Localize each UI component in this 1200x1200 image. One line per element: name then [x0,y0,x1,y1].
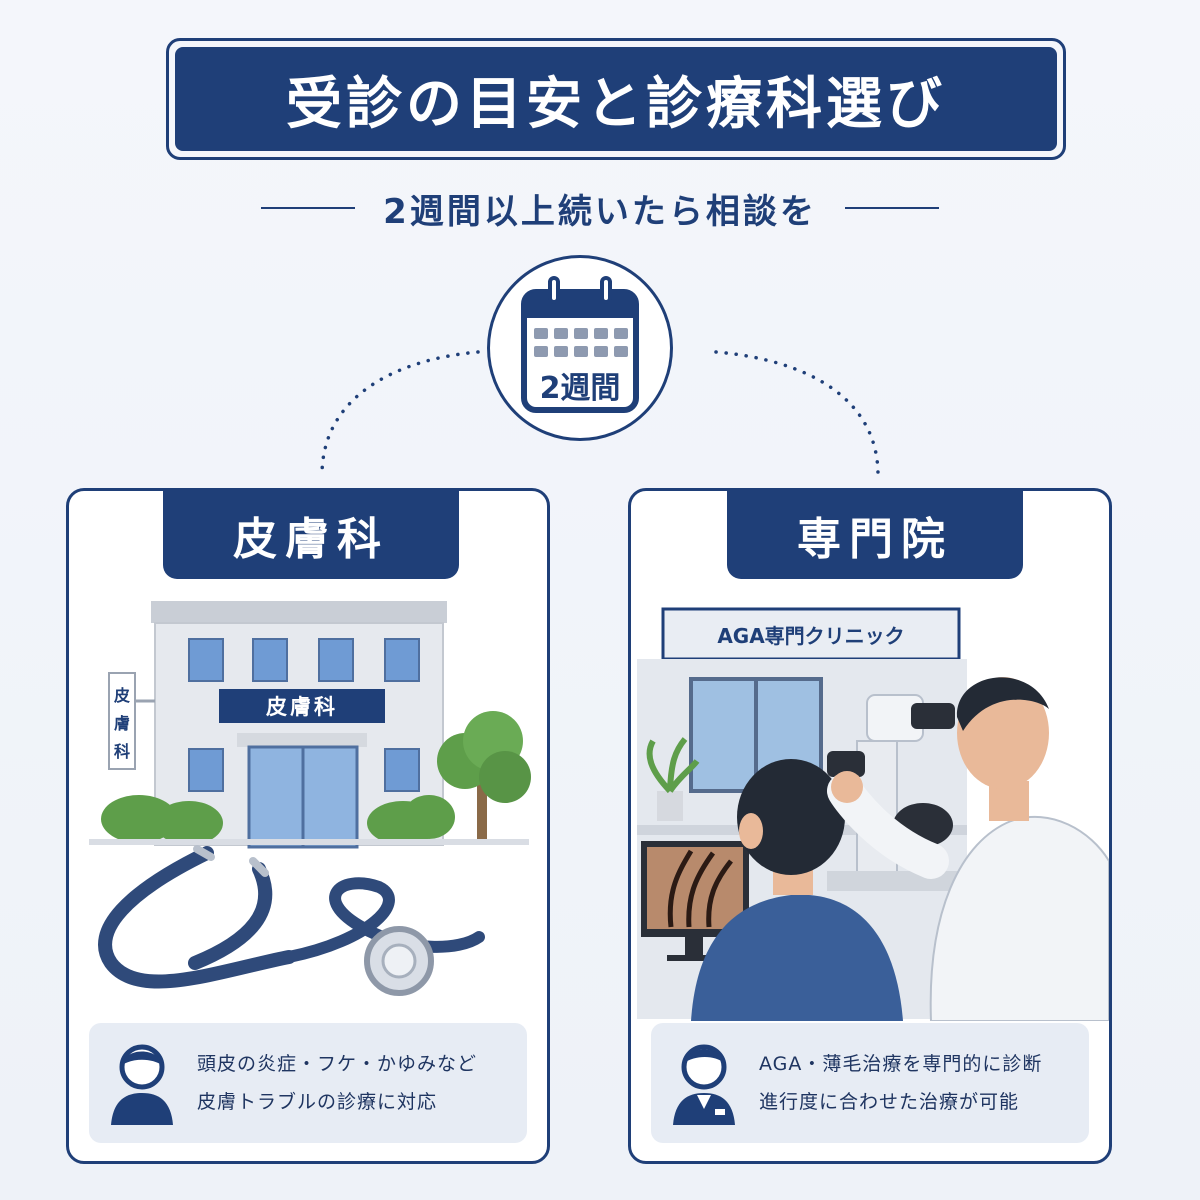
specialty-clinic-card: 専門院 AGA専門クリニック [628,488,1112,1164]
dermatology-info-text-block: 頭皮の炎症・フケ・かゆみなど 皮膚トラブルの診療に対応 [197,1045,477,1121]
title-frame: 受診の目安と診療科選び [166,38,1066,160]
tree-icon [437,711,531,841]
bush-icon [101,795,455,845]
monitor-icon [641,841,749,961]
stethoscope-icon [98,845,485,996]
page-title: 受診の目安と診療科選び [175,47,1057,151]
aga-clinic-sign: AGA専門クリニック [717,624,904,648]
calendar-badge: 2週間 [487,255,673,441]
specialty-clinic-badge: 専門院 [727,491,1023,579]
building-sign: 皮膚科 [266,695,338,719]
specialty-info-text-block: AGA・薄毛治療を専門的に診断 進行度に合わせた治療が可能 [759,1045,1042,1121]
calendar-label: 2週間 [540,371,621,406]
patient-figure [691,759,903,1021]
patient-avatar-icon [111,1044,173,1125]
subtitle-text: 2週間以上続いたら相談を [383,191,817,232]
doctor-avatar-icon [673,1044,735,1125]
clinic-illustration: 皮膚科 皮 膚 科 [89,601,531,996]
subtitle-line-left [261,207,356,209]
specialist-illustration: AGA専門クリニック [637,607,1109,1021]
dermatology-badge: 皮膚科 [163,491,459,579]
plant-icon [646,737,700,821]
specialty-info-line-1: AGA・薄毛治療を専門的に診断 [759,1053,1043,1075]
specialty-info-line-2: 進行度に合わせた治療が可能 [759,1091,1020,1113]
subtitle-row: 2週間以上続いたら相談を [0,184,1200,232]
vertical-sign-text: 皮 膚 科 [113,686,130,761]
dermatology-info-line-1: 頭皮の炎症・フケ・かゆみなど [197,1053,478,1075]
vertical-sign-char-0: 皮 [113,686,130,705]
dermatology-info-box: 頭皮の炎症・フケ・かゆみなど 皮膚トラブルの診療に対応 [89,1023,527,1143]
vertical-sign-char-2: 科 [114,742,130,761]
doctor-figure [827,677,1109,1021]
dermatology-info-line-2: 皮膚トラブルの診療に対応 [197,1091,438,1113]
specialty-info-box: AGA・薄毛治療を専門的に診断 進行度に合わせた治療が可能 [651,1023,1089,1143]
dermatology-card: 皮膚科 皮膚科 皮 膚 科 [66,488,550,1164]
subtitle-line-right [844,207,939,209]
calendar-icon: 2週間 [521,276,639,413]
vertical-sign-char-1: 膚 [114,714,130,733]
